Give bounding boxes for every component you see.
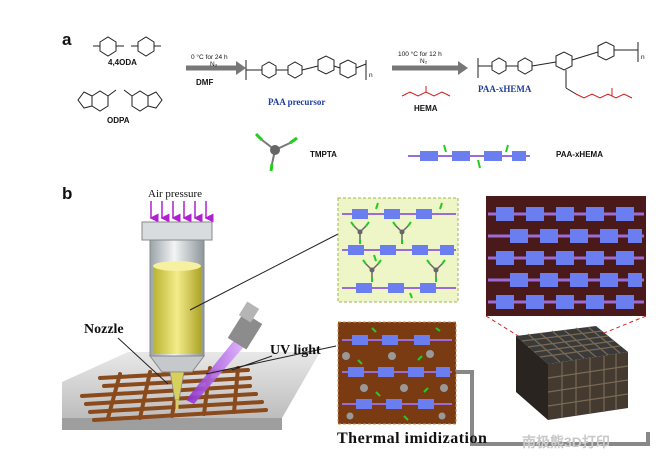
odpa-structure — [77, 89, 163, 112]
inset-resin-network — [337, 197, 459, 303]
step1-solvent: DMF — [196, 78, 214, 87]
reaction-arrow-1 — [186, 61, 246, 75]
hema-label: HEMA — [414, 104, 438, 113]
paa-xhema-legend-chain — [408, 144, 530, 169]
uv-lamp — [186, 301, 263, 404]
hema-pendant — [575, 88, 633, 99]
thermal-flow-arrow — [456, 370, 650, 446]
watermark-text: 南极熊3D打印 — [522, 434, 610, 450]
air-pressure-label: Air pressure — [148, 188, 203, 200]
resin-chains — [342, 209, 456, 293]
n-subscript-1: n — [369, 72, 373, 79]
panel-a — [77, 36, 639, 172]
step1-conditions: 0 °C for 24 h — [191, 54, 228, 61]
n-subscript-2: n — [641, 54, 645, 61]
air-pressure-arrows — [149, 201, 214, 223]
panel-b-label: b — [62, 184, 73, 203]
paa-precursor-label: PAA precursor — [268, 97, 326, 107]
paa-precursor-structure — [245, 55, 367, 80]
step1-atmosphere: N₂ — [210, 61, 218, 68]
printed-part-photo — [516, 326, 629, 420]
syringe-barrel — [141, 221, 213, 373]
step2-conditions: 100 °C for 12 h — [398, 51, 442, 58]
oda-structure — [93, 36, 161, 57]
panel-b — [62, 196, 650, 446]
tmpta-label: TMPTA — [310, 150, 337, 159]
uv-light-label: UV light — [270, 343, 321, 358]
thermal-imidization-label: Thermal imidization — [337, 430, 488, 447]
nozzle-label: Nozzle — [84, 322, 124, 337]
leader-lines — [117, 233, 339, 385]
resin-tmpta-molecules — [350, 202, 446, 299]
step2-atmosphere: N₂ — [420, 58, 428, 65]
panel-a-label: a — [62, 30, 72, 49]
paa-xhema-legend-label: PAA-xHEMA — [556, 150, 603, 159]
reaction-arrow-2 — [392, 61, 468, 75]
nozzle-tip — [169, 371, 185, 410]
odpa-label: ODPA — [107, 116, 130, 125]
inset-imidized-zoom — [486, 196, 646, 316]
inset-cured-network — [337, 321, 457, 425]
paa-xhema-label: PAA-xHEMA — [478, 84, 532, 94]
paa-xhema-structure — [477, 41, 639, 95]
tmpta-icon — [254, 132, 298, 172]
oda-label: 4,4ODA — [108, 58, 137, 67]
hema-reagent — [401, 86, 451, 97]
